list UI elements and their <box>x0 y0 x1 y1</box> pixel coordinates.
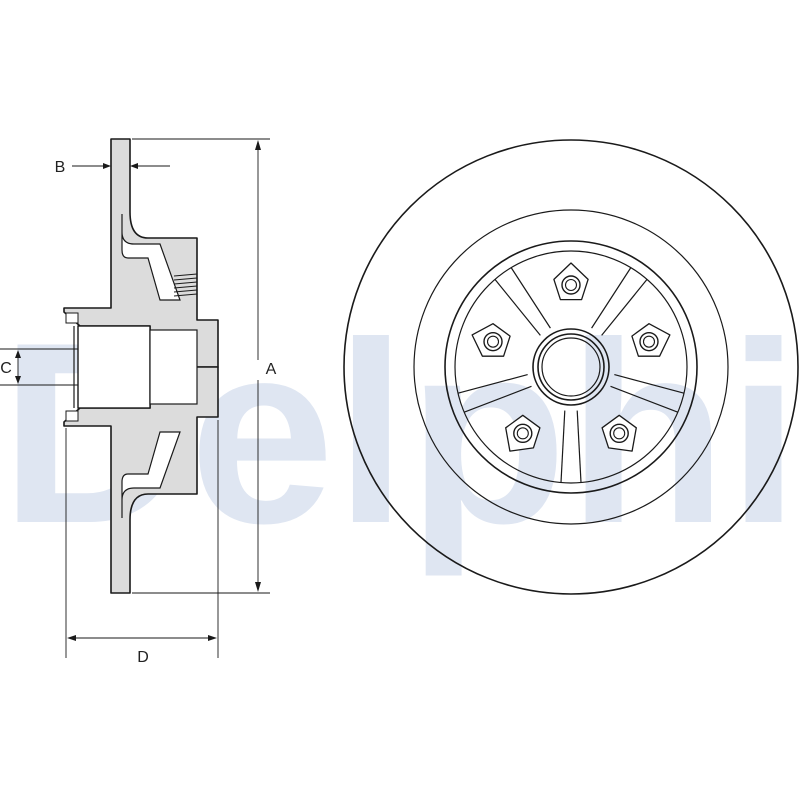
spoke-edge-1-0 <box>614 373 685 394</box>
spoke-edge-3-0 <box>463 385 532 413</box>
dimension-b: B <box>55 159 170 176</box>
spoke-edge-2-1 <box>560 410 566 483</box>
center-bore-inner <box>537 333 605 401</box>
dimension-d-label: D <box>137 649 149 666</box>
dimension-c-label: C <box>0 360 12 377</box>
spoke-edge-2-0 <box>576 410 582 483</box>
vent-cavity-top <box>121 214 181 301</box>
center-bore-chamfer <box>541 337 601 397</box>
dimension-b-label: B <box>55 159 66 176</box>
stud-hole-inner-3 <box>613 427 626 440</box>
spoke-edge-0-0 <box>591 267 632 329</box>
thread-hatch <box>173 273 198 297</box>
spoke-edge-3-1 <box>457 373 528 394</box>
hub-outer-ring <box>444 240 698 494</box>
hub-bore <box>77 325 151 409</box>
spoke-edge-0-1 <box>601 279 648 336</box>
disc-outer-rim <box>343 139 799 595</box>
hub-ring-inner <box>454 250 688 484</box>
stud-hole-inner-1 <box>564 278 578 292</box>
dimension-a: A <box>132 138 277 594</box>
spoke-edge-1-1 <box>610 385 679 413</box>
stud-hole-inner-5 <box>486 335 500 348</box>
stud-hole-inner-4 <box>516 427 529 440</box>
seal-lip-bottom <box>65 410 79 422</box>
spoke-edge-4-0 <box>494 279 541 336</box>
stud-hole-3 <box>609 423 629 444</box>
stud-hole-4 <box>513 423 533 444</box>
vent-cavity-bottom <box>121 431 181 518</box>
dimension-c: C <box>0 348 78 386</box>
dimension-a-label: A <box>266 361 277 378</box>
spoke-edge-4-1 <box>510 267 551 329</box>
stud-hole-5 <box>483 331 503 352</box>
stud-hole-inner-2 <box>642 335 656 348</box>
bearing-bore <box>149 329 198 405</box>
seal-lip-top <box>65 312 79 324</box>
side-section-view <box>63 138 219 594</box>
stud-hole-2 <box>639 331 659 352</box>
dimension-d: D <box>65 420 219 666</box>
stud-hole-1 <box>561 275 581 295</box>
center-bore-outer <box>532 328 610 406</box>
stud-holes <box>483 275 659 444</box>
friction-ring-inner <box>413 209 729 525</box>
front-view <box>343 139 799 595</box>
